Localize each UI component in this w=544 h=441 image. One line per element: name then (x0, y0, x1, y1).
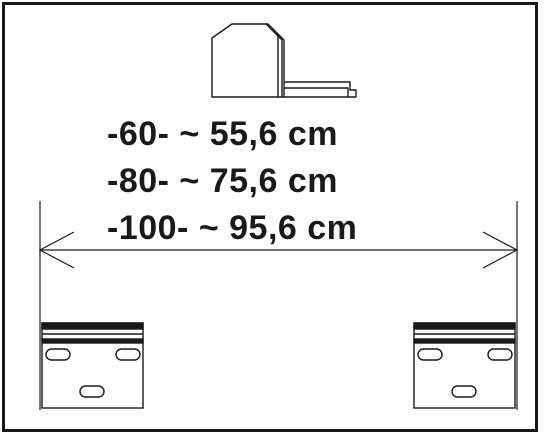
mounting-bracket-icon (413, 322, 516, 409)
measurement-label-60: -60- ~ 55,6 cm (107, 115, 338, 153)
mounting-bracket-icon (41, 322, 144, 409)
tape-measure-icon (211, 23, 357, 98)
diagram-frame (2, 2, 538, 432)
measurement-label-80: -80- ~ 75,6 cm (107, 162, 338, 200)
dimension-arrow (38, 231, 519, 269)
measurement-label-100: -100- ~ 95,6 cm (107, 209, 358, 247)
